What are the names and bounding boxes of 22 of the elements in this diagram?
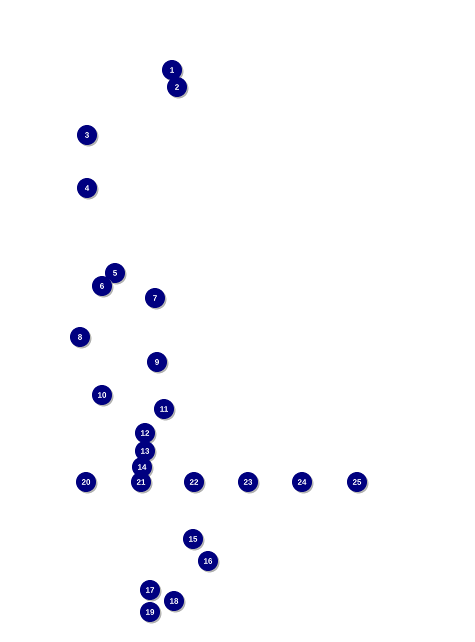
callout-number: 8 (70, 327, 92, 348)
callout-number: 5 (105, 263, 126, 284)
callout-number: 3 (77, 125, 98, 146)
callout-number: 10 (92, 385, 114, 406)
callout-number: 23 (238, 472, 260, 494)
callout-number: 25 (347, 472, 368, 494)
callout-number: 9 (147, 352, 168, 374)
callout-number: 2 (167, 77, 188, 98)
callout-number: 15 (183, 529, 204, 550)
callout-number: 24 (292, 472, 314, 494)
callout-number: 6 (92, 276, 114, 298)
callout-number: 21 (131, 472, 152, 494)
callout-number: 18 (164, 591, 186, 612)
callout-number: 4 (77, 178, 98, 200)
callout-number: 11 (154, 399, 176, 420)
callout-number: 20 (76, 472, 98, 494)
callout-number: 7 (145, 288, 166, 310)
callout-number: 16 (198, 551, 220, 572)
callout-number: 12 (135, 423, 156, 444)
callout-number: 17 (140, 580, 162, 602)
callout-number: 22 (184, 472, 206, 494)
callout-number: 19 (140, 602, 162, 624)
